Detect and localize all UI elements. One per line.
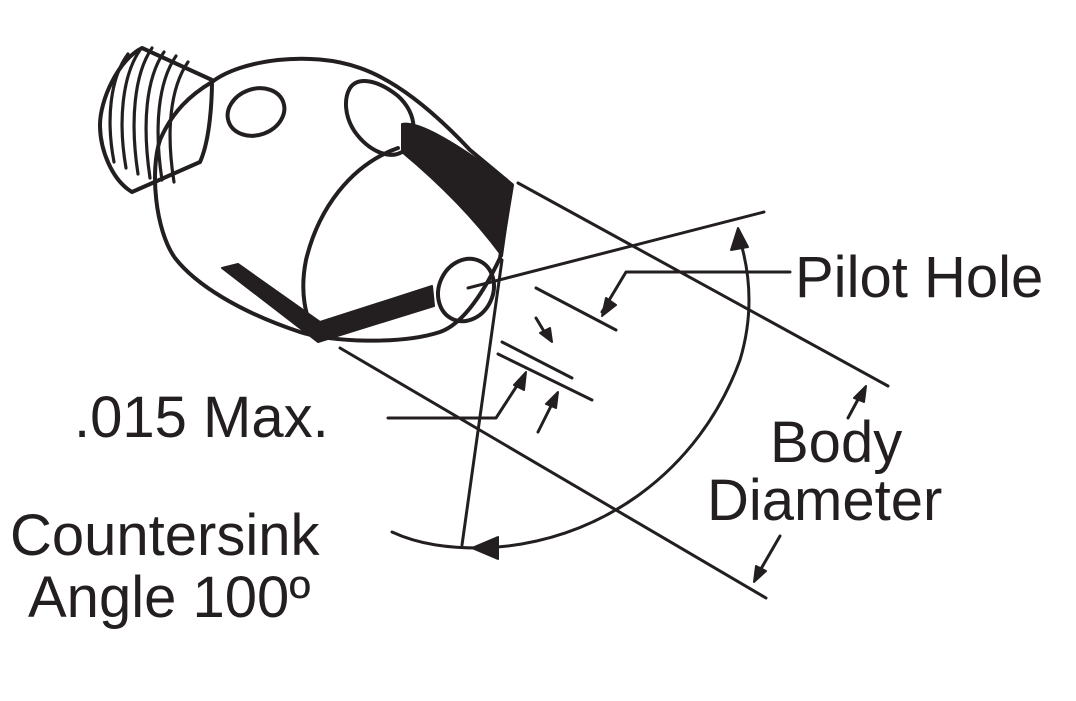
cutter-body [153, 56, 514, 343]
threaded-shank [98, 46, 214, 194]
dimension-lines [338, 181, 890, 600]
angle-label: Angle 100º [28, 565, 310, 630]
diameter-label: Diameter [707, 468, 942, 533]
side-hole [225, 86, 287, 138]
lower-cutting-edge [221, 263, 435, 343]
body-label: Body [770, 410, 902, 475]
countersink-label: Countersink [10, 503, 320, 568]
max-clearance-label: .015 Max. [74, 385, 329, 450]
pilot-hole-label: Pilot Hole [795, 245, 1043, 310]
upper-cutting-edge [401, 122, 513, 257]
pilot-tip [436, 256, 496, 324]
